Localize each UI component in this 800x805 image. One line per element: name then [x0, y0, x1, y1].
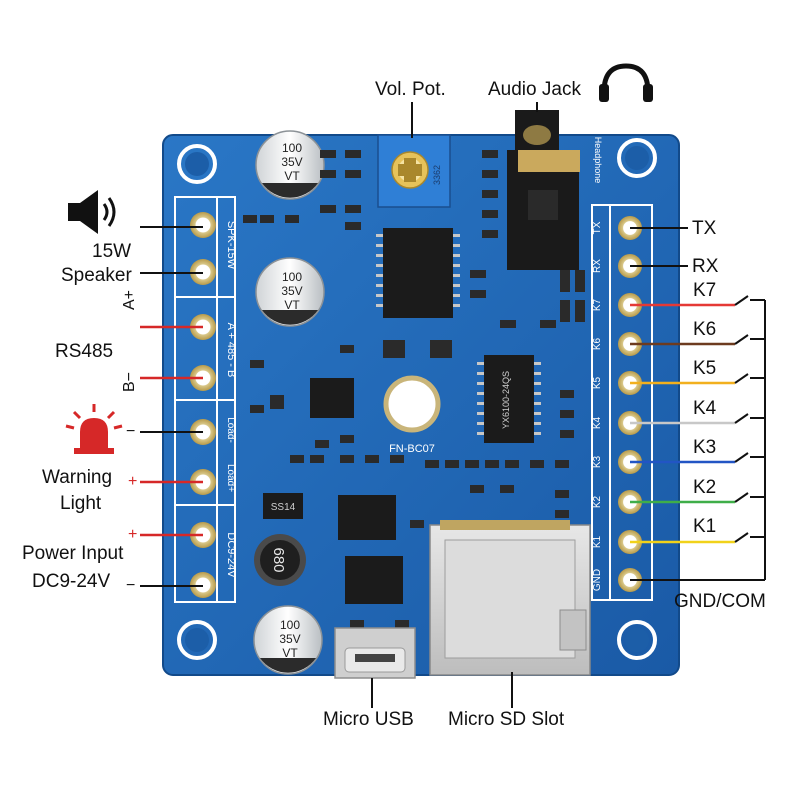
- label-micro-usb: Micro USB: [323, 709, 414, 730]
- label-power-minus: −: [126, 577, 136, 594]
- capacitor-mid: 100 35V VT: [255, 257, 325, 327]
- micro-usb-connector: [334, 627, 416, 679]
- svg-text:680: 680: [270, 547, 287, 572]
- svg-text:K1: K1: [592, 535, 603, 548]
- capacitor-bottom: 100 35V VT: [253, 605, 323, 675]
- svg-text:VT: VT: [284, 298, 300, 312]
- svg-text:3362: 3362: [432, 165, 442, 185]
- label-rx: RX: [692, 256, 719, 277]
- headphones-icon: [599, 63, 653, 102]
- label-k1: K1: [693, 516, 717, 537]
- svg-text:100: 100: [280, 618, 300, 632]
- label-warning-plus: +: [128, 473, 138, 490]
- svg-text:35V: 35V: [281, 284, 302, 298]
- label-tx: TX: [692, 218, 717, 239]
- svg-text:35V: 35V: [279, 632, 300, 646]
- silk-485: A + 485 - B: [225, 323, 237, 378]
- ic-decoder: [484, 355, 534, 443]
- label-dc-range: DC9-24V: [32, 571, 111, 592]
- svg-text:YX6100-24QS: YX6100-24QS: [501, 371, 511, 429]
- svg-text:K2: K2: [592, 495, 603, 508]
- svg-text:35V: 35V: [281, 155, 302, 169]
- micro-sd-slot-connector: [429, 520, 591, 676]
- leader-lines: [140, 102, 766, 708]
- label-vol-pot: Vol. Pot.: [375, 79, 446, 100]
- diode: [263, 493, 303, 519]
- label-warning: Warning: [42, 467, 113, 488]
- svg-text:VT: VT: [284, 169, 300, 183]
- label-k4: K4: [693, 398, 717, 419]
- pcb-board: SPK-15W A + 485 - B Load- Load+ DC9-24V …: [162, 110, 680, 679]
- label-speaker: Speaker: [61, 265, 132, 286]
- ic-amplifier: [383, 228, 453, 318]
- label-k6: K6: [693, 319, 717, 340]
- ic-regulator: [338, 495, 396, 540]
- label-k5: K5: [693, 358, 717, 379]
- label-light: Light: [60, 493, 102, 514]
- warning-light-icon: [65, 404, 123, 454]
- silk-spk: SPK-15W: [225, 221, 237, 270]
- svg-text:TX: TX: [592, 221, 603, 234]
- inductor: 680: [254, 534, 306, 586]
- board-model: FN-BC07: [389, 443, 435, 455]
- label-a-plus: A+: [121, 289, 138, 310]
- switch-contacts: [734, 295, 765, 543]
- volume-potentiometer: 3362: [377, 134, 451, 208]
- label-gnd-com: GND/COM: [674, 591, 766, 612]
- key-switch-wires: [630, 303, 735, 544]
- svg-text:K4: K4: [592, 416, 603, 429]
- label-k3: K3: [693, 437, 717, 458]
- label-b-minus: B−: [121, 371, 138, 392]
- svg-text:100: 100: [282, 270, 302, 284]
- label-power-plus: +: [128, 526, 138, 543]
- svg-text:Headphone: Headphone: [593, 137, 603, 184]
- label-rs485: RS485: [55, 341, 114, 362]
- svg-text:VT: VT: [282, 646, 298, 660]
- audio-jack-connector: Headphone: [507, 110, 603, 270]
- label-power-input: Power Input: [22, 543, 124, 564]
- svg-text:K6: K6: [592, 337, 603, 350]
- svg-text:GND: GND: [592, 569, 603, 591]
- label-speaker-15w: 15W: [92, 241, 132, 262]
- silk-dc: DC9-24V: [225, 532, 237, 578]
- silk-load-minus: Load-: [225, 417, 236, 443]
- silk-load-plus: Load+: [225, 464, 236, 492]
- label-k7: K7: [693, 280, 717, 301]
- label-k2: K2: [693, 477, 717, 498]
- speaker-icon: [68, 190, 116, 234]
- svg-text:K5: K5: [592, 376, 603, 389]
- svg-text:SS14: SS14: [271, 502, 296, 513]
- svg-text:K3: K3: [592, 455, 603, 468]
- label-micro-sd: Micro SD Slot: [448, 709, 565, 730]
- label-warning-minus: −: [126, 423, 136, 440]
- svg-text:100: 100: [282, 141, 302, 155]
- ic-485: [310, 378, 354, 418]
- label-audio-jack: Audio Jack: [488, 79, 581, 100]
- svg-text:RX: RX: [592, 259, 603, 273]
- left-header-pins: [190, 212, 216, 598]
- left-red-wires: [140, 325, 203, 537]
- ic-flash: [345, 556, 403, 604]
- capacitor-top: 100 35V VT: [255, 130, 325, 200]
- svg-text:K7: K7: [592, 298, 603, 311]
